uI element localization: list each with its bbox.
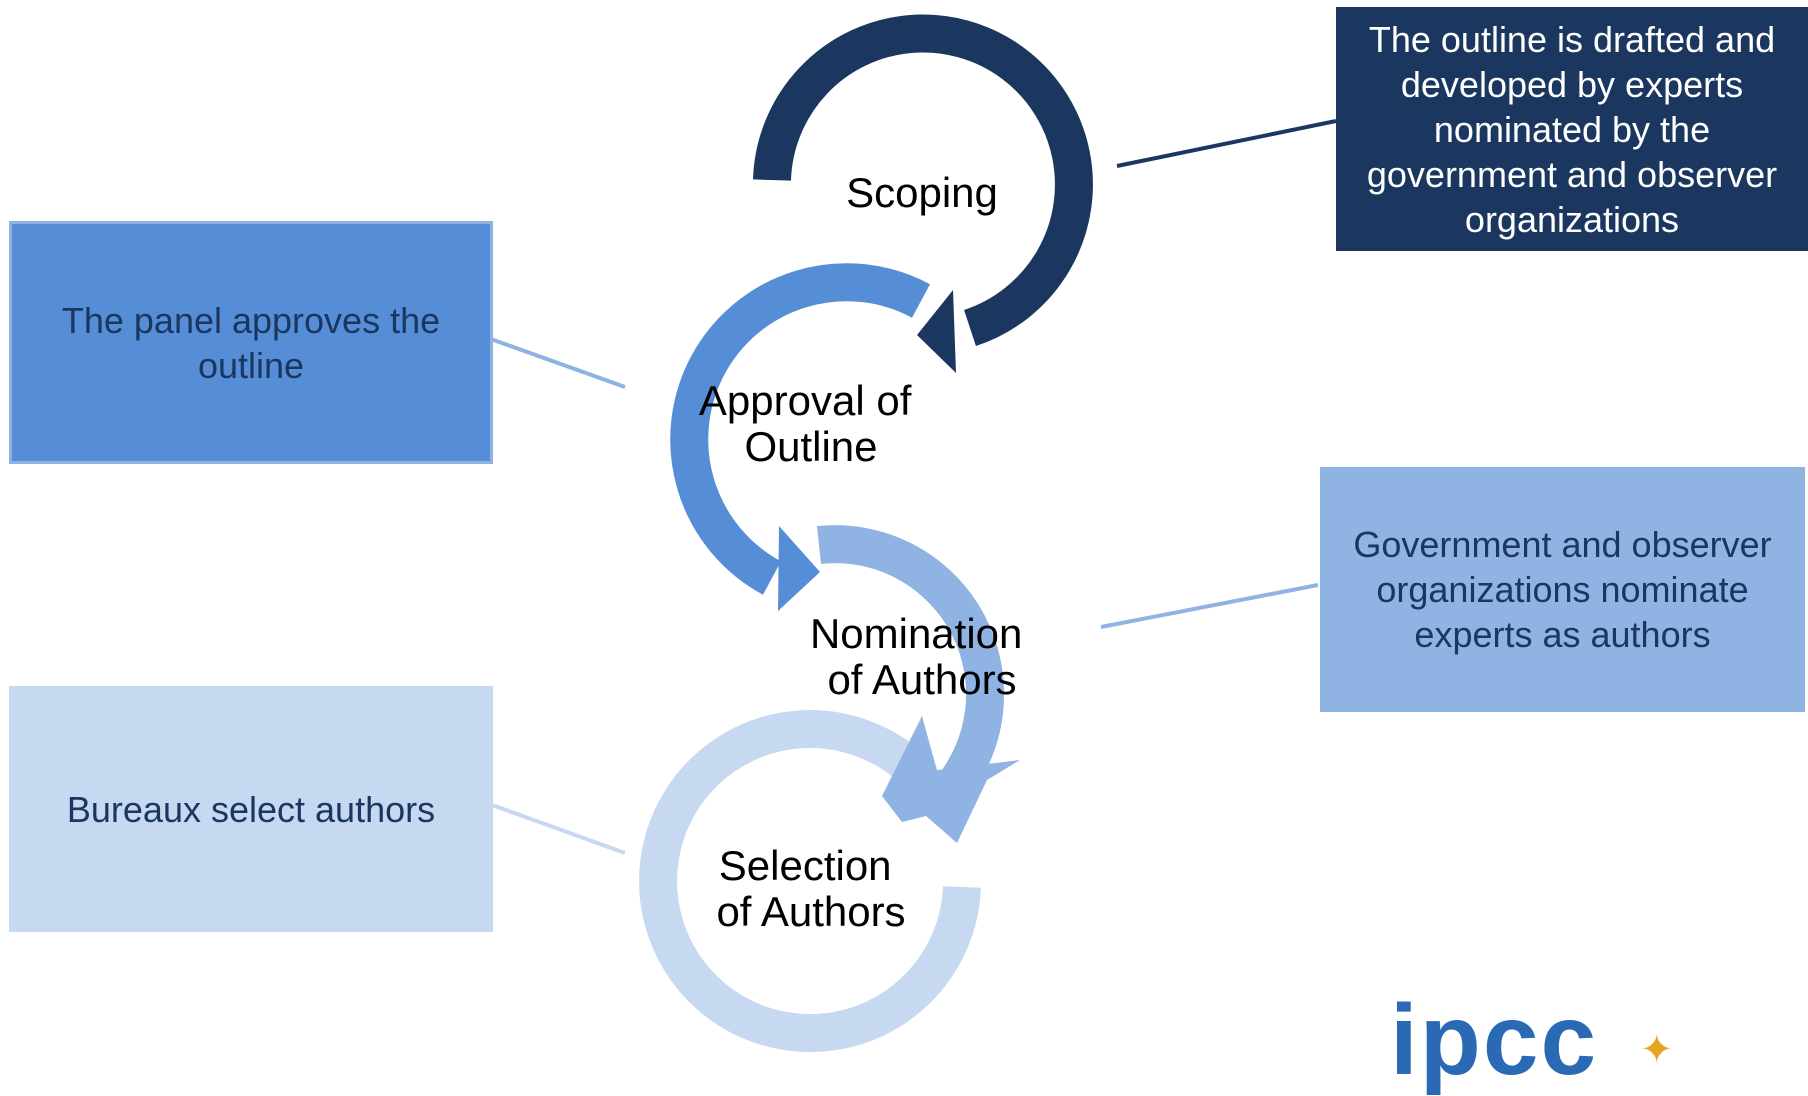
note-selection: Bureaux select authors — [9, 686, 493, 932]
process-diagram: Scoping Approval of Outline Nomination o… — [487, 14, 1337, 1053]
note-line: organizations nominate — [1376, 569, 1749, 610]
note-line: The outline is drafted and — [1368, 18, 1776, 60]
stage-label-nomination: Nomination of Authors — [810, 610, 1034, 703]
note-scoping: The outline is drafted and developed by … — [1336, 7, 1808, 251]
scoping-ring — [753, 14, 1093, 373]
stage-label-approval: Approval of Outline — [699, 377, 923, 470]
connector-selection — [491, 803, 626, 855]
note-line: nominated by the — [1433, 108, 1711, 150]
note-line: The panel approves the — [61, 299, 441, 341]
note-line: outline — [197, 344, 305, 386]
note-line: developed by experts — [1400, 63, 1744, 105]
ipcc-logo: ipcc — [1390, 984, 1599, 1096]
nomination-ring — [816, 525, 1020, 843]
note-line: experts as authors — [1414, 614, 1711, 655]
note-approval: The panel approves the outline — [9, 221, 493, 464]
connector-nomination — [1100, 583, 1319, 629]
connector-approval — [487, 336, 626, 389]
stage-label-selection: Selection of Authors — [716, 842, 905, 935]
note-line: Bureaux select authors — [66, 788, 436, 830]
connector-scoping — [1116, 119, 1337, 168]
stage-label-scoping: Scoping — [846, 169, 998, 216]
note-line: Government and observer — [1353, 524, 1772, 565]
sun-star-icon: ✦ — [1640, 1028, 1674, 1072]
note-line: organizations — [1464, 198, 1680, 240]
note-line: government and observer — [1366, 153, 1778, 195]
approval-ring — [670, 263, 930, 611]
nomination-arrowhead — [882, 716, 957, 843]
note-nomination: Government and observer organizations no… — [1320, 467, 1805, 712]
selection-ring — [639, 710, 981, 1053]
